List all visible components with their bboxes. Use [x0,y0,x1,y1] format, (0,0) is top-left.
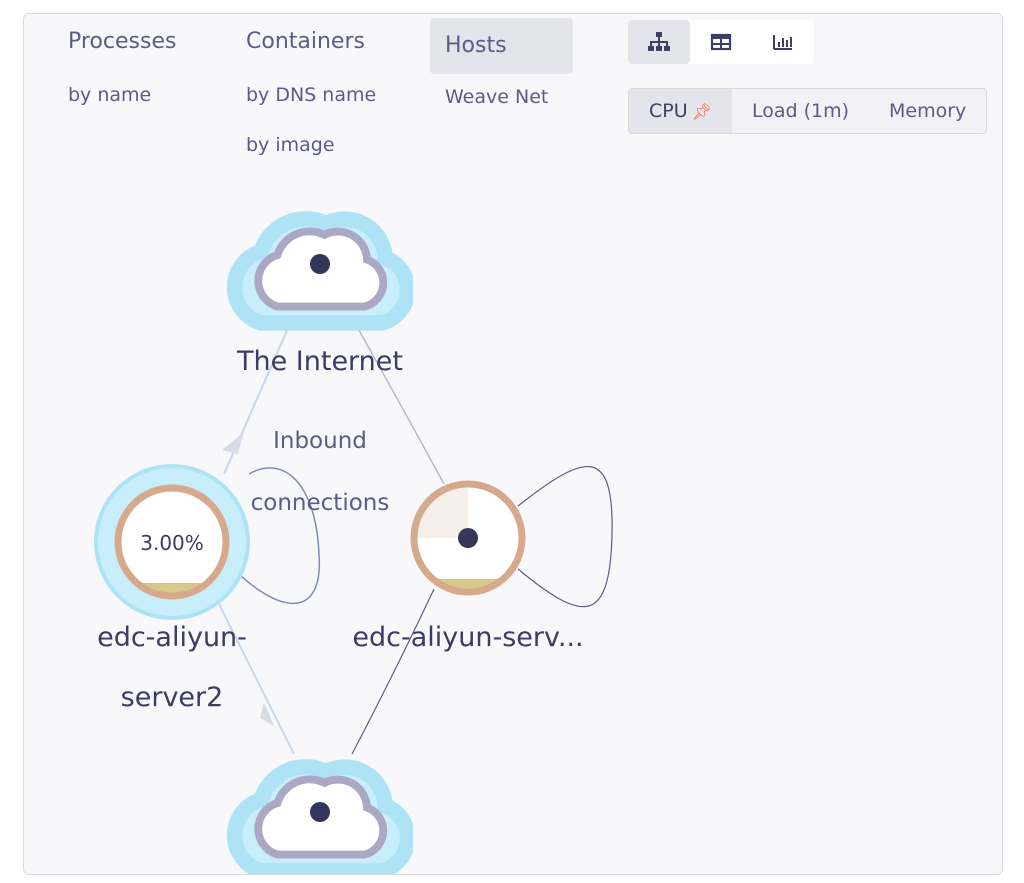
edge-server-other-loop[interactable] [517,465,613,608]
ring-segment [414,484,468,538]
pin-icon: 📌︎ [691,102,712,121]
node-label-server2-line1: edc-aliyun- [97,622,247,653]
node-ring [114,484,230,600]
edge-arrow [222,432,244,454]
edge-arrow [260,702,274,726]
topology-processes: Processes by name [53,14,191,120]
bar-chart-icon [773,35,792,50]
graph-view-button[interactable] [628,20,690,64]
scope-frame: Processes by name Containers by DNS name… [23,13,1003,875]
edge-server2-loop[interactable] [223,467,320,605]
metric-memory-button[interactable]: Memory [869,89,987,133]
graph-icon [648,32,670,51]
node-bottom-cloud[interactable] [235,767,408,871]
edge-label-inbound: Inbound [273,428,367,454]
node-dot [310,802,330,822]
metric-cpu-label: CPU [649,100,688,122]
topology-graph[interactable]: The Internet Inbound connections 3.00% e… [24,14,1003,875]
node-metric-value: 3.00% [140,531,204,555]
node-label-server-other: edc-aliyun-serv... [352,622,583,653]
table-view-button[interactable] [690,20,752,64]
metric-load-button[interactable]: Load (1m) [731,89,869,133]
node-dot [458,528,478,548]
node-ring [410,480,526,596]
edge-label-connections: connections [251,490,390,516]
topology-tab-containers[interactable]: Containers [246,29,365,54]
resources-view-button[interactable] [752,20,814,64]
node-label-internet: The Internet [236,346,403,377]
edge-server-other-bottom[interactable] [351,588,435,755]
node-the-internet[interactable] [235,219,408,323]
sub-topology-weave-net[interactable]: Weave Net [445,86,549,108]
table-icon [710,33,732,51]
metric-selector: CPU📌︎ Load (1m) Memory [628,88,988,134]
metric-cpu-button[interactable]: CPU📌︎ [629,89,732,133]
topology-containers: Containers by DNS name by image [231,14,391,170]
node-edc-aliyun-server2[interactable]: 3.00% [94,464,250,620]
topology-tab-processes[interactable]: Processes [68,29,177,54]
node-label-server2-line2: server2 [121,682,224,713]
metric-memory-label: Memory [889,100,967,122]
sub-topology-by-name[interactable]: by name [68,84,152,106]
topology-hosts: Hosts Weave Net [430,18,573,122]
view-mode-selector [628,20,814,64]
sub-topology-by-image[interactable]: by image [246,134,335,156]
edge-internet-server-other[interactable] [343,303,445,485]
node-dot [310,254,330,274]
node-edc-aliyun-server-other[interactable] [410,480,526,596]
metric-load-label: Load (1m) [751,100,849,122]
topology-tab-hosts[interactable]: Hosts [430,18,573,74]
sub-topology-by-dns-name[interactable]: by DNS name [246,84,377,106]
